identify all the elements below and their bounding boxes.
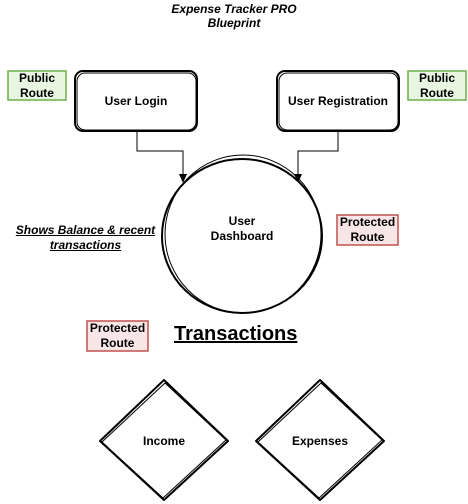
public-route-tag-right-line2: Route (419, 85, 454, 100)
protected-route-tag-transactions: Protected Route (87, 321, 148, 351)
diagram-subtitle: Blueprint (207, 16, 261, 30)
protected-route-tag-dashboard-line2: Route (350, 230, 385, 244)
public-route-tag-left-box (7, 70, 67, 101)
public-route-tag-left-line1: Public (18, 70, 55, 85)
public-route-tag-left: Public Route (8, 71, 66, 100)
user-dashboard-circle-sketch (164, 154, 322, 314)
user-registration-label: User Registration (287, 93, 389, 108)
registration-to-dashboard-connector (297, 131, 339, 176)
protected-route-tag-dashboard-box (336, 214, 399, 246)
user-login-label: User Login (104, 93, 168, 108)
user-login-box-sketch (76, 72, 197, 131)
dashboard-note-line1: Shows Balance & recent (15, 223, 156, 237)
public-route-tag-left-line2: Route (19, 85, 54, 100)
income-diamond-sketch (101, 382, 227, 499)
expenses-diamond-sketch (257, 382, 383, 499)
login-to-dashboard-connector (136, 131, 184, 176)
expenses-label: Expenses (291, 433, 349, 448)
protected-route-tag-transactions-line2: Route (100, 336, 135, 350)
protected-route-tag-dashboard-line1: Protected (339, 215, 396, 229)
dashboard-note: Shows Balance & recent transactions (8, 223, 163, 253)
protected-route-tag-transactions-box (86, 320, 149, 352)
public-route-tag-right-line1: Public (418, 70, 455, 85)
public-route-tag-right-box (407, 70, 467, 101)
transactions-heading: Transactions (174, 323, 298, 345)
user-dashboard-label-line1: User (228, 214, 256, 228)
user-dashboard-label: User Dashboard (180, 212, 304, 246)
public-route-tag-right: Public Route (408, 71, 466, 100)
login-arrowhead (179, 174, 187, 183)
user-dashboard-label-line2: Dashboard (210, 229, 274, 243)
diagram-title: Expense Tracker PRO (171, 2, 297, 16)
user-registration-box-sketch (278, 72, 399, 131)
protected-route-tag-transactions-line1: Protected (89, 321, 146, 335)
user-login-box[interactable] (74, 70, 198, 132)
dashboard-note-line2: transactions (49, 238, 122, 252)
protected-route-tag-dashboard: Protected Route (337, 215, 398, 245)
income-label: Income (142, 433, 185, 448)
